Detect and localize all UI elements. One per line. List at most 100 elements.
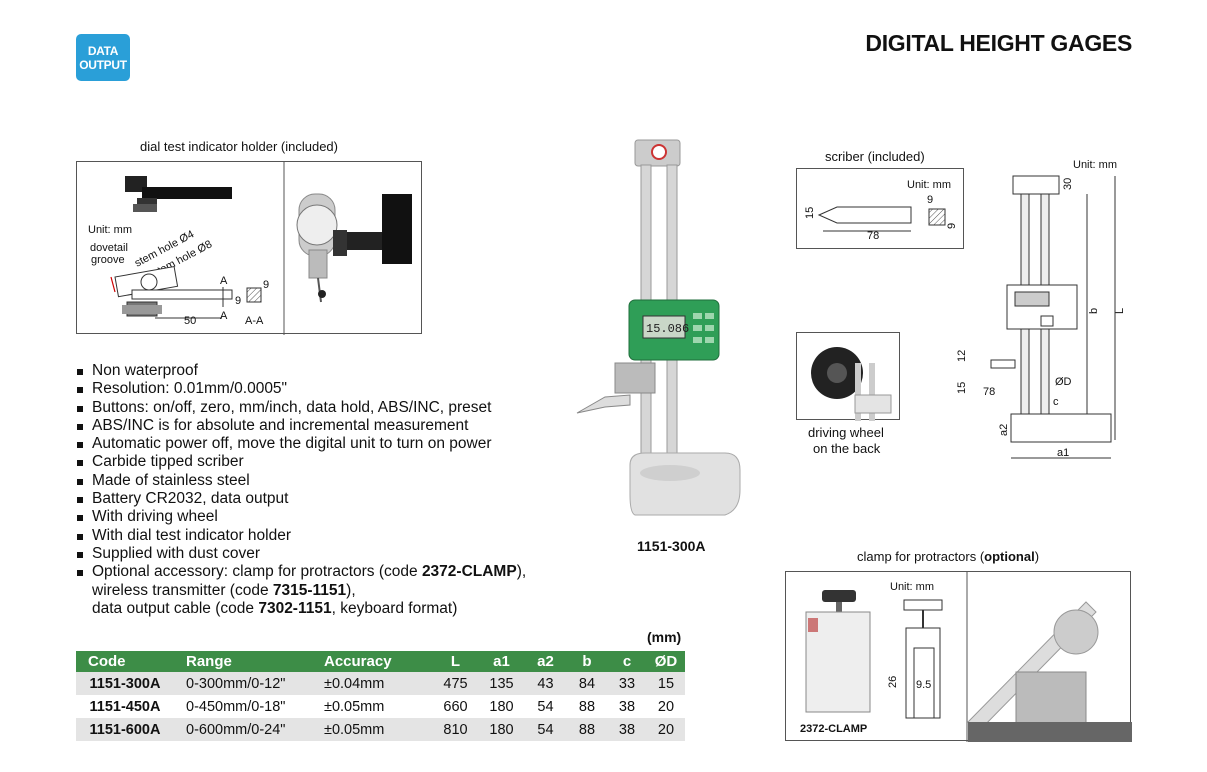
cell-D: 20	[647, 718, 685, 741]
cell-L: 810	[432, 718, 479, 741]
table-row: 1151-600A 0-600mm/0-24" ±0.05mm 810 180 …	[76, 718, 685, 741]
dial-holder-panel: Unit: mm dovetail groove stem hole Ø4 st…	[76, 161, 422, 335]
clamp-code-label: 2372-CLAMP	[800, 723, 867, 735]
dim-9-a: 9	[235, 295, 241, 307]
dim-50: 50	[184, 315, 196, 327]
dim-30: 30	[1062, 178, 1074, 190]
cell-b: 88	[567, 718, 607, 741]
clamp-panel: 2372-CLAMP Unit: mm 26 9.5	[785, 571, 1132, 742]
col-header-a2: a2	[524, 651, 567, 672]
feature-optional-line3: data output cable (code 7302-1151, keybo…	[92, 599, 458, 617]
feature-item: Buttons: on/off, zero, mm/inch, data hol…	[76, 399, 596, 417]
dim-9-b: 9	[263, 279, 269, 291]
cell-code: 1151-300A	[76, 672, 174, 695]
col-header-code: Code	[76, 651, 174, 672]
feature-item: ABS/INC is for absolute and incremental …	[76, 417, 596, 435]
feature-item: Automatic power off, move the digital un…	[76, 435, 596, 453]
dial-unit-label: Unit: mm	[88, 224, 132, 236]
dim-a2: a2	[998, 424, 1010, 436]
dim-b: b	[1088, 308, 1100, 314]
scriber-dim-78: 78	[867, 230, 879, 242]
dial-holder-drawing: Unit: mm dovetail groove stem hole Ø4 st…	[88, 162, 412, 335]
badge-line2: OUTPUT	[79, 57, 127, 72]
cell-a1: 180	[479, 718, 524, 741]
cell-D: 20	[647, 695, 685, 718]
display-readout: 15.086	[646, 322, 689, 336]
table-row: 1151-450A 0-450mm/0-18" ±0.05mm 660 180 …	[76, 695, 685, 718]
clamp-drawing: 2372-CLAMP Unit: mm 26 9.5	[800, 572, 1132, 742]
feature-list: Non waterproof Resolution: 0.01mm/0.0005…	[76, 362, 596, 618]
dim-D: ØD	[1055, 376, 1072, 388]
badge-line1: DATA	[87, 43, 119, 58]
scriber-drawing: Unit: mm 15 78 9 9	[804, 179, 958, 242]
cell-b: 88	[567, 695, 607, 718]
cell-D: 15	[647, 672, 685, 695]
dim-78-main: 78	[983, 386, 995, 398]
dim-c: c	[1053, 396, 1059, 408]
cell-accuracy: ±0.05mm	[312, 718, 432, 741]
cell-a1: 180	[479, 695, 524, 718]
cell-range: 0-600mm/0-24"	[174, 718, 312, 741]
scriber-unit: Unit: mm	[907, 179, 951, 191]
height-gage-image: 15.086	[576, 139, 741, 516]
feature-item: Non waterproof	[76, 362, 596, 380]
feature-item: Battery CR2032, data output	[76, 490, 596, 508]
scriber-dim-15: 15	[804, 207, 816, 219]
cell-range: 0-450mm/0-18"	[174, 695, 312, 718]
scriber-dim-9-a: 9	[927, 194, 933, 206]
dim-12: 12	[956, 350, 968, 362]
col-header-L: L	[432, 651, 479, 672]
col-header-accuracy: Accuracy	[312, 651, 432, 672]
scriber-dim-9-b: 9	[946, 223, 958, 229]
feature-item: Resolution: 0.01mm/0.0005"	[76, 380, 596, 398]
col-header-c: c	[607, 651, 647, 672]
cell-c: 33	[607, 672, 647, 695]
cell-c: 38	[607, 718, 647, 741]
feature-item: Carbide tipped scriber	[76, 453, 596, 471]
feature-item: Made of stainless steel	[76, 472, 596, 490]
cell-range: 0-300mm/0-12"	[174, 672, 312, 695]
cell-L: 475	[432, 672, 479, 695]
spec-table: Code Range Accuracy L a1 a2 b c ØD 1151-…	[76, 651, 685, 741]
section-a-a: A-A	[245, 315, 264, 327]
page-title: DIGITAL HEIGHT GAGES	[865, 30, 1132, 56]
product-code-label: 1151-300A	[637, 538, 706, 554]
feature-item: Supplied with dust cover	[76, 545, 596, 563]
cell-a2: 54	[524, 695, 567, 718]
driving-wheel-photo	[796, 332, 900, 421]
col-header-a1: a1	[479, 651, 524, 672]
feature-optional-line2: wireless transmitter (code 7315-1151),	[92, 581, 356, 599]
main-unit: Unit: mm	[1073, 159, 1117, 171]
clamp-caption: clamp for protractors (optional)	[857, 549, 1040, 564]
feature-optional-accessory: Optional accessory: clamp for protractor…	[76, 563, 596, 581]
cell-a2: 54	[524, 718, 567, 741]
dim-15-main: 15	[956, 382, 968, 394]
feature-item: With driving wheel	[76, 508, 596, 526]
dim-L: L	[1114, 308, 1125, 314]
section-a-top: A	[220, 275, 228, 287]
dovetail-label-1: dovetail	[90, 242, 128, 254]
main-dimension-drawing: Unit: mm 30 b L 12 15 78 ØD c a2 a1	[956, 159, 1125, 459]
scriber-panel: Unit: mm 15 78 9 9	[796, 168, 964, 249]
cell-a1: 135	[479, 672, 524, 695]
clamp-unit: Unit: mm	[890, 581, 934, 593]
clamp-dim-26: 26	[887, 676, 899, 688]
cell-L: 660	[432, 695, 479, 718]
cell-code: 1151-600A	[76, 718, 174, 741]
table-header-row: Code Range Accuracy L a1 a2 b c ØD	[76, 651, 685, 672]
col-header-range: Range	[174, 651, 312, 672]
cell-code: 1151-450A	[76, 695, 174, 718]
clamp-dim-9-5: 9.5	[916, 679, 931, 691]
table-unit: (mm)	[647, 629, 682, 645]
dovetail-label-2: groove	[91, 254, 125, 266]
cell-b: 84	[567, 672, 607, 695]
cell-a2: 43	[524, 672, 567, 695]
col-header-D: ØD	[647, 651, 685, 672]
col-header-b: b	[567, 651, 607, 672]
section-a-bottom: A	[220, 310, 228, 322]
driving-wheel-caption-1: driving wheel	[808, 425, 884, 440]
cell-c: 38	[607, 695, 647, 718]
cell-accuracy: ±0.04mm	[312, 672, 432, 695]
scriber-caption: scriber (included)	[825, 149, 925, 164]
cell-accuracy: ±0.05mm	[312, 695, 432, 718]
